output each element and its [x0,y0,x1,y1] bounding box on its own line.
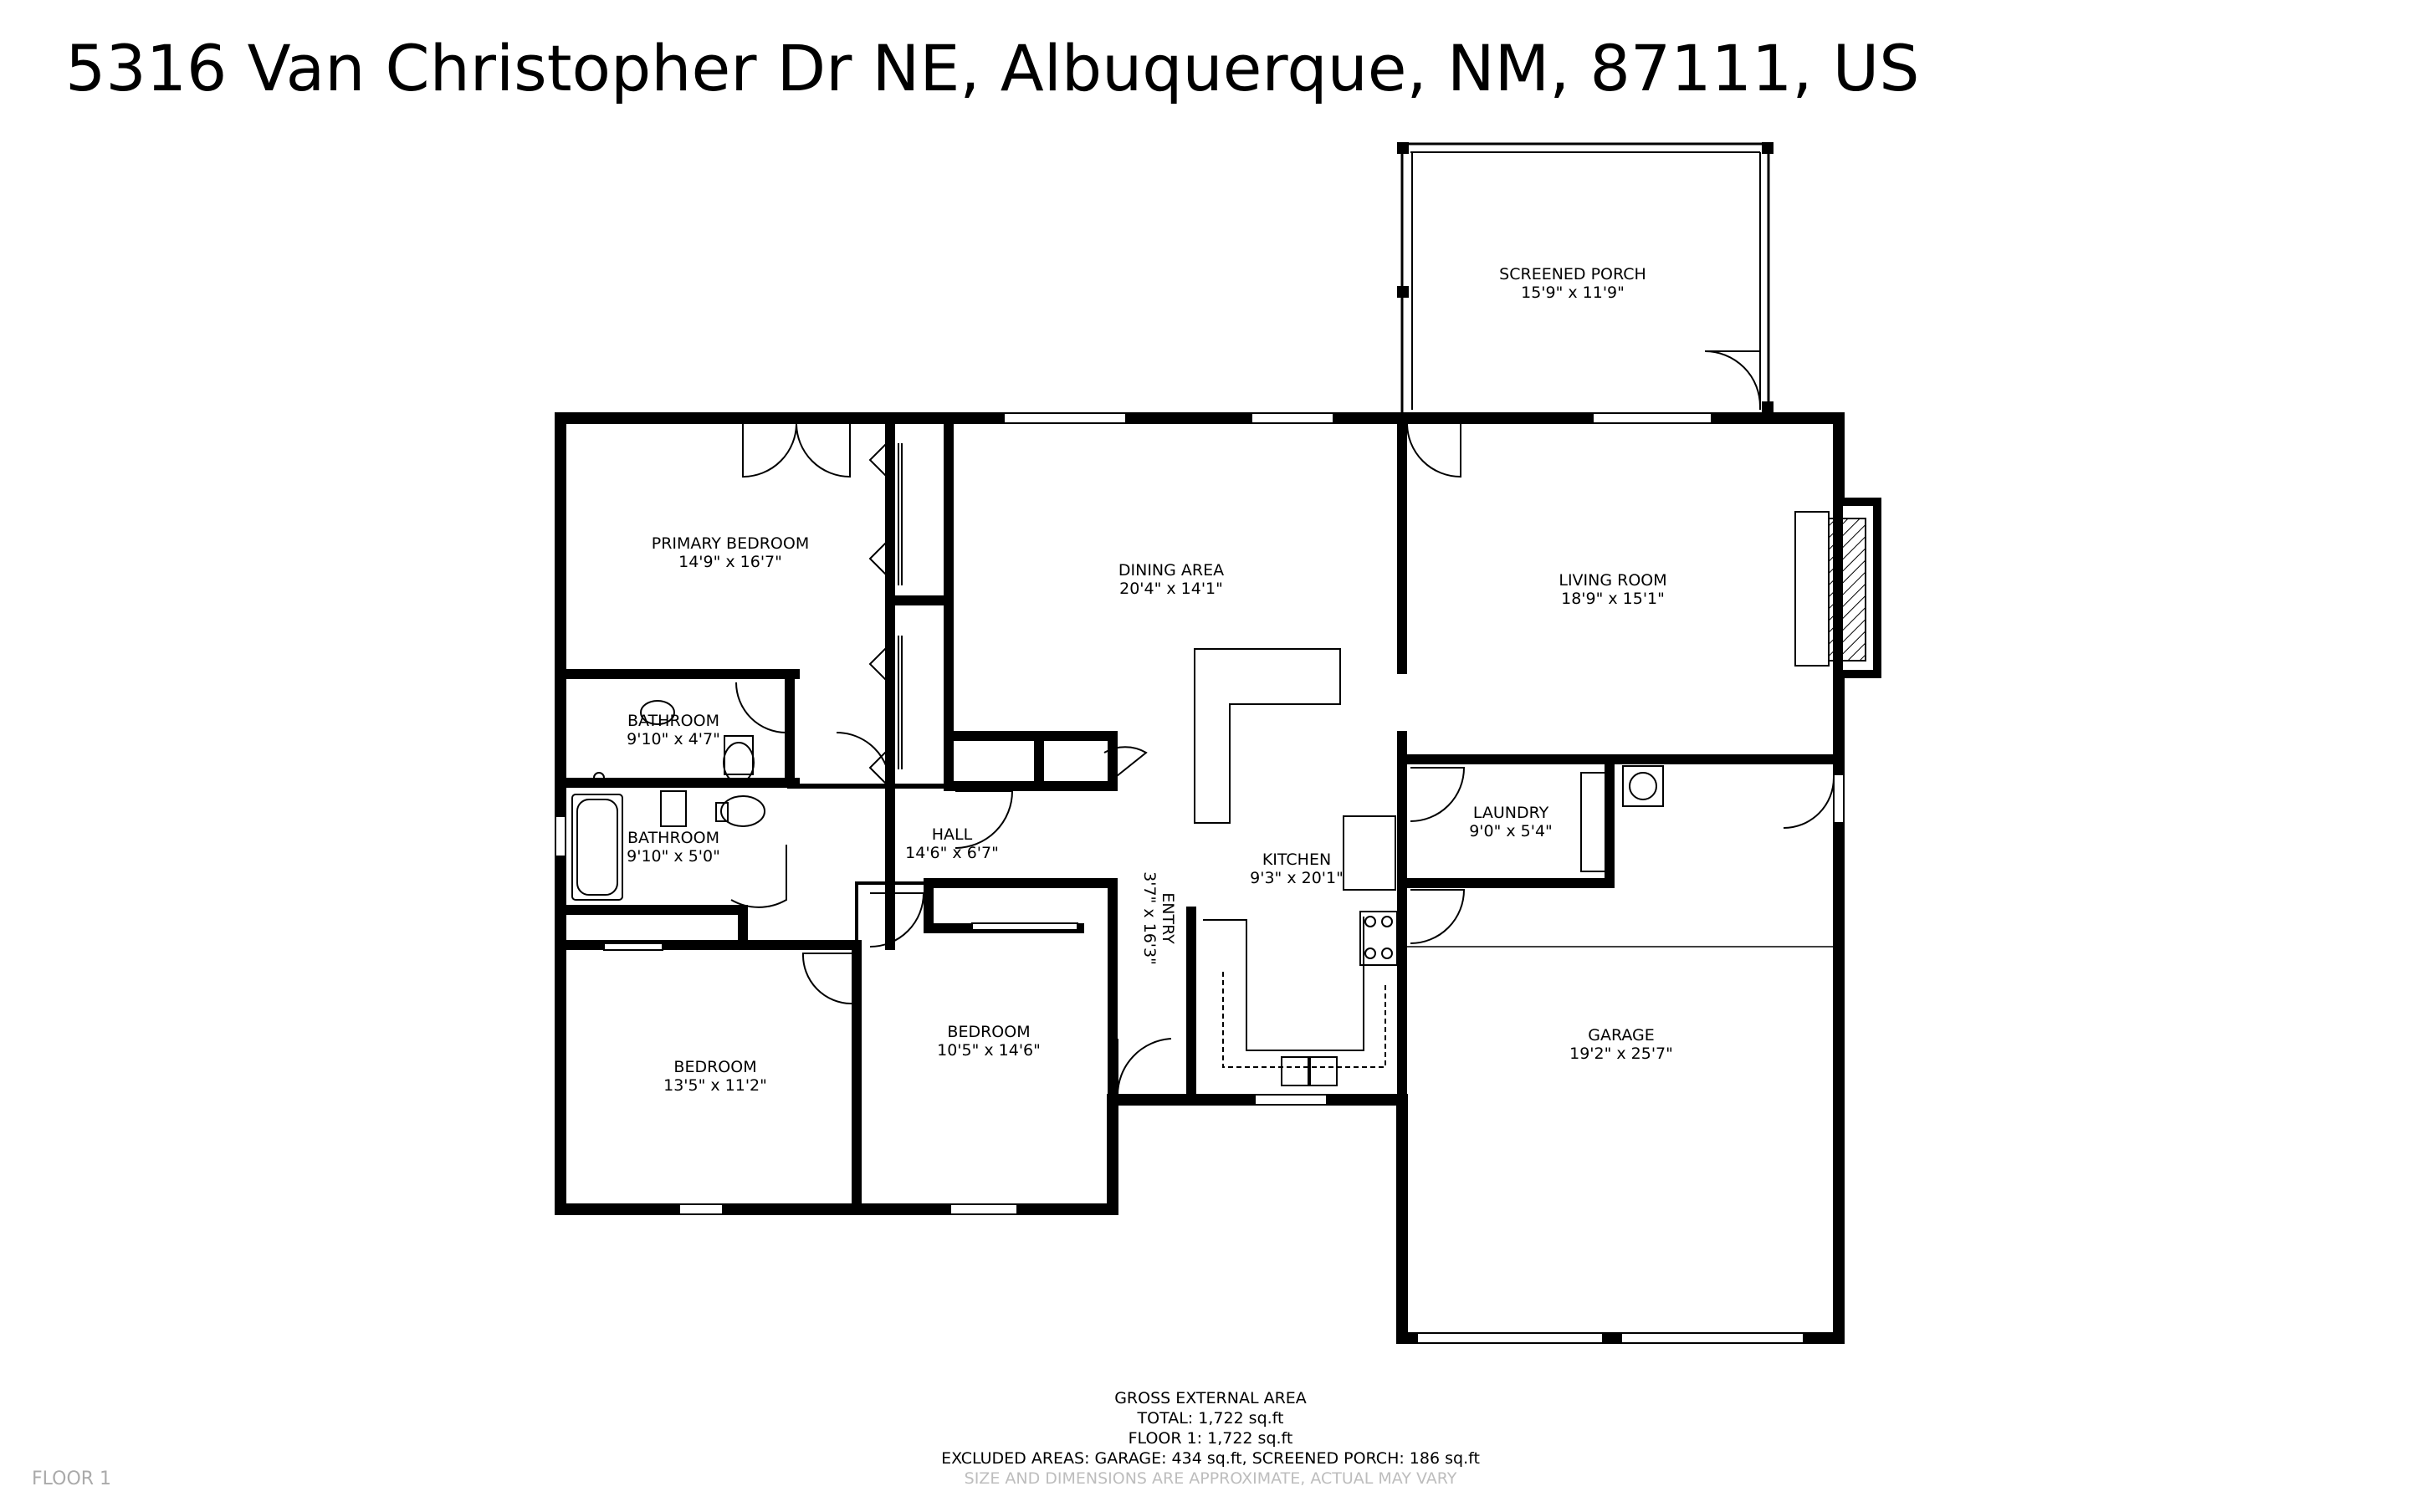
garage-doors [1416,1332,1804,1344]
room-labels: SCREENED PORCH 15'9" x 11'9" PRIMARY BED… [627,265,1673,1095]
bathroom-2-dims: 9'10" x 5'0" [627,847,720,866]
hall-name: HALL [932,825,973,844]
bedroom-1-dims: 13'5" x 11'2" [663,1076,767,1095]
closet-doors [868,439,903,789]
entry-dims: 3'7" x 16'3" [1140,871,1159,965]
bedroom-2-dims: 10'5" x 14'6" [937,1041,1041,1060]
area-disclaimer: SIZE AND DIMENSIONS ARE APPROXIMATE, ACT… [964,1469,1457,1488]
hall-dims: 14'6" x 6'7" [905,844,999,862]
bedroom-1-name: BEDROOM [673,1058,756,1076]
screened-porch-name: SCREENED PORCH [1499,265,1646,284]
dining-area-name: DINING AREA [1118,561,1224,580]
area-summary: GROSS EXTERNAL AREA TOTAL: 1,722 sq.ft F… [0,1388,2421,1489]
garage-name: GARAGE [1588,1026,1655,1045]
floor-label: FLOOR 1 [32,1469,112,1489]
bedroom-2-name: BEDROOM [947,1023,1030,1041]
property-address: 5316 Van Christopher Dr NE, Albuquerque,… [65,31,1920,105]
living-room-dims: 18'9" x 15'1" [1561,590,1665,608]
garage-dims: 19'2" x 25'7" [1569,1045,1673,1063]
entry-name: ENTRY [1159,892,1177,944]
screened-porch-walls [1397,142,1774,418]
bathroom-2-name: BATHROOM [627,829,719,847]
fixtures [571,648,1664,1086]
bathroom-1-dims: 9'10" x 4'7" [627,730,720,748]
primary-bedroom-name: PRIMARY BEDROOM [652,534,809,553]
bathroom-1-name: BATHROOM [627,712,719,730]
living-room-name: LIVING ROOM [1559,571,1666,590]
area-total: TOTAL: 1,722 sq.ft [1137,1409,1284,1428]
fireplace [1794,498,1881,678]
primary-bedroom-dims: 14'9" x 16'7" [678,553,782,571]
windows [555,412,1845,1215]
area-heading: GROSS EXTERNAL AREA [1114,1389,1307,1407]
porch-door [1704,350,1761,407]
laundry-dims: 9'0" x 5'4" [1469,822,1553,840]
screened-porch-dims: 15'9" x 11'9" [1521,284,1625,302]
doors [730,422,1835,1096]
area-floor: FLOOR 1: 1,722 sq.ft [1128,1429,1293,1448]
kitchen-name: KITCHEN [1262,850,1331,869]
laundry-name: LAUNDRY [1473,804,1549,822]
dining-area-dims: 20'4" x 14'1" [1119,580,1223,598]
kitchen-dims: 9'3" x 20'1" [1250,869,1344,887]
area-excluded: EXCLUDED AREAS: GARAGE: 434 sq.ft, SCREE… [941,1449,1480,1468]
